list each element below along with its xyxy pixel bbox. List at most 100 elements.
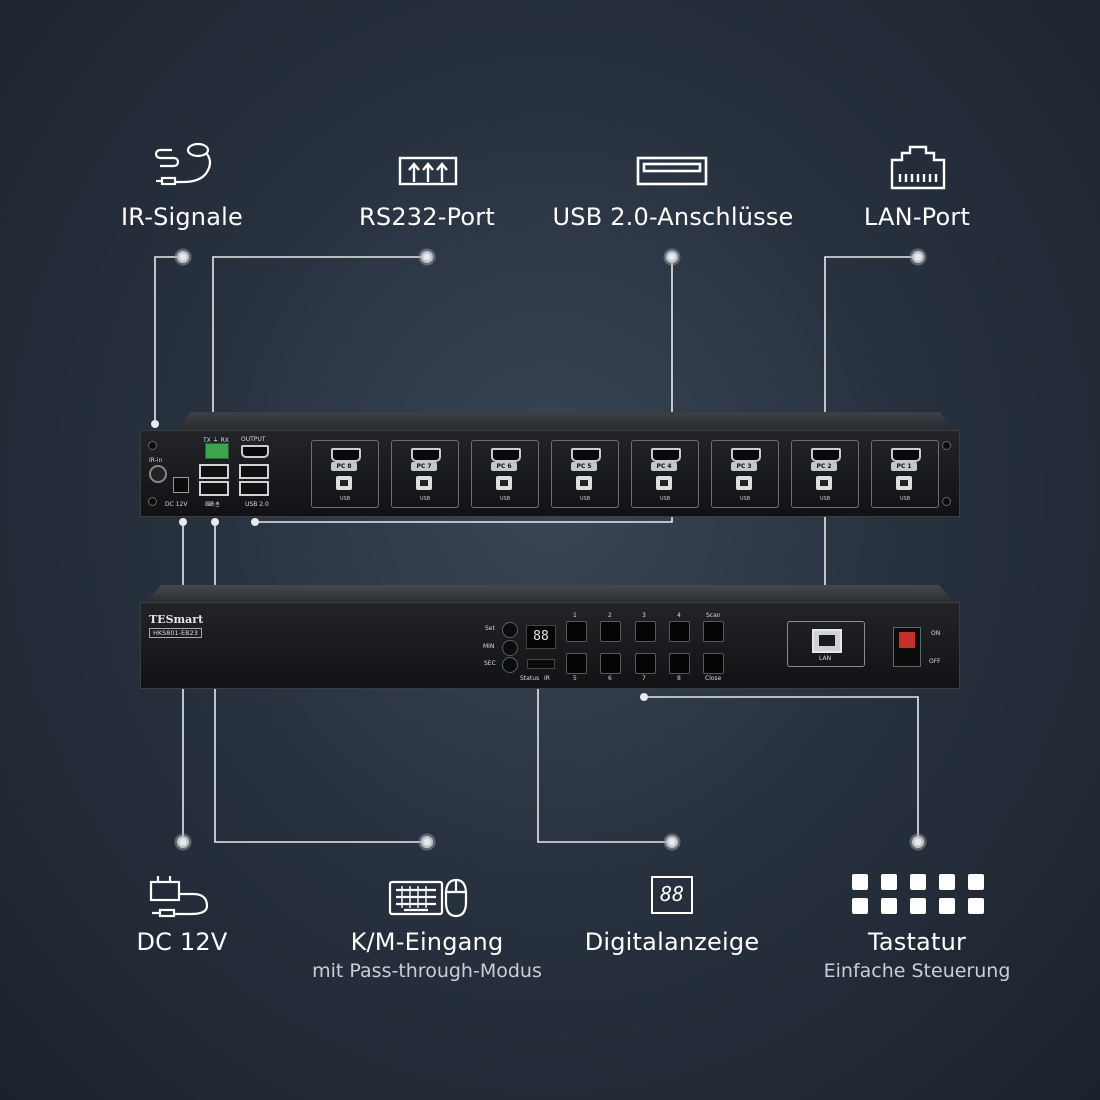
- model-number: HKS801-EB23: [149, 628, 202, 638]
- usb-b-port: [576, 476, 592, 490]
- ir-in-label: IR-in: [149, 457, 163, 464]
- lan-jack: [812, 629, 842, 653]
- usb-label: USB: [899, 496, 911, 502]
- pc-label: PC 7: [411, 462, 437, 471]
- pc-label: PC 1: [891, 462, 917, 471]
- key-label-3: 3: [642, 612, 646, 619]
- key-label-8: 8: [677, 675, 681, 682]
- screw: [148, 497, 157, 506]
- ir-in-jack: [149, 465, 167, 483]
- set-button[interactable]: [502, 622, 518, 638]
- front-panel: TESmart HKS801-EB23 Set MIN SEC 88 Statu…: [140, 602, 960, 689]
- key-label-close: Close: [705, 675, 722, 682]
- status-label: Status: [520, 675, 540, 682]
- dc-12v-label: DC 12V: [136, 928, 228, 956]
- key-8[interactable]: [669, 653, 690, 674]
- ir-signals-label: IR-Signale: [121, 203, 243, 231]
- usb-label: USB: [659, 496, 671, 502]
- ethernet-port-icon: [890, 145, 946, 190]
- ir-label: IR: [544, 675, 550, 682]
- sec-button[interactable]: [502, 657, 518, 673]
- min-button[interactable]: [502, 640, 518, 656]
- km-symbol: ⌨ 🖱: [205, 501, 220, 508]
- rs232-connector-icon: [398, 156, 458, 186]
- usb-port-icon: [636, 156, 708, 186]
- min-label: MIN: [483, 643, 495, 650]
- key-4[interactable]: [669, 621, 690, 642]
- key-1[interactable]: [566, 621, 587, 642]
- on-label: ON: [931, 630, 941, 637]
- key-2[interactable]: [600, 621, 621, 642]
- usb-b-port: [816, 476, 832, 490]
- lan-port-box: LAN: [787, 621, 865, 667]
- ir-cable-icon: [154, 142, 212, 186]
- key-label-7: 7: [642, 675, 646, 682]
- seven-segment-icon: 88: [651, 876, 693, 914]
- usb-b-port: [496, 476, 512, 490]
- usb-b-port: [736, 476, 752, 490]
- brand-logo: TESmart: [149, 613, 204, 626]
- rear-panel: IR-in DC 12V TX ⏚ RX OUTPUT ⌨ 🖱 USB 2.0 …: [140, 430, 960, 517]
- usb-label: USB: [739, 496, 751, 502]
- pc-port-group: PC 5 USB: [551, 440, 619, 508]
- key-label-6: 6: [608, 675, 612, 682]
- keypad-label: Tastatur: [867, 928, 967, 956]
- dc-label: DC 12V: [165, 501, 188, 508]
- rs232-port-label: RS232-Port: [359, 203, 495, 231]
- lan-port-label: LAN-Port: [863, 203, 971, 231]
- hdmi-port: [571, 448, 601, 462]
- usb-ports-label: USB 2.0-Anschlüsse: [552, 203, 794, 231]
- key-label-scan: Scan: [706, 612, 721, 619]
- hdmi-port: [491, 448, 521, 462]
- screw: [942, 497, 951, 506]
- rear-device-top: [175, 412, 955, 432]
- usb20-port: [239, 481, 269, 496]
- power-switch[interactable]: [893, 627, 921, 667]
- hdmi-port: [891, 448, 921, 462]
- seven-segment-text: 88: [659, 882, 685, 906]
- key-3[interactable]: [635, 621, 656, 642]
- usb20-label: USB 2.0: [245, 501, 269, 508]
- dc-jack: [173, 477, 189, 493]
- front-device-top: [145, 585, 955, 603]
- key-7[interactable]: [635, 653, 656, 674]
- lan-jack-opening: [819, 635, 835, 646]
- keypad-sublabel: Einfache Steuerung: [823, 960, 1011, 982]
- pc-label: PC 5: [571, 462, 597, 471]
- usb-b-port: [656, 476, 672, 490]
- key-label-2: 2: [608, 612, 612, 619]
- usb-label: USB: [579, 496, 591, 502]
- km-usb-port: [199, 481, 229, 496]
- pc-label: PC 3: [731, 462, 757, 471]
- digital-display: 88: [526, 625, 556, 649]
- hdmi-port: [811, 448, 841, 462]
- digital-display-label: Digitalanzeige: [584, 928, 760, 956]
- keypad-icon: [852, 874, 984, 914]
- hdmi-port: [331, 448, 361, 462]
- pc-port-group: PC 7 USB: [391, 440, 459, 508]
- ir-receiver: [527, 659, 555, 669]
- km-input-label: K/M-Eingang: [350, 928, 504, 956]
- lan-label: LAN: [819, 655, 832, 662]
- usb-label: USB: [819, 496, 831, 502]
- output-hdmi-port: [241, 445, 269, 458]
- key-5[interactable]: [566, 653, 587, 674]
- key-scan[interactable]: [703, 621, 724, 642]
- key-close[interactable]: [703, 653, 724, 674]
- usb-b-port: [336, 476, 352, 490]
- power-switch-rocker: [899, 632, 915, 648]
- pc-port-group: PC 1 USB: [871, 440, 939, 508]
- key-6[interactable]: [600, 653, 621, 674]
- screw: [148, 441, 157, 450]
- key-label-5: 5: [573, 675, 577, 682]
- usb20-port: [239, 464, 269, 479]
- usb-b-port: [896, 476, 912, 490]
- key-label-4: 4: [677, 612, 681, 619]
- screw: [942, 441, 951, 450]
- pc-label: PC 4: [651, 462, 677, 471]
- hdmi-port: [411, 448, 441, 462]
- usb-label: USB: [419, 496, 431, 502]
